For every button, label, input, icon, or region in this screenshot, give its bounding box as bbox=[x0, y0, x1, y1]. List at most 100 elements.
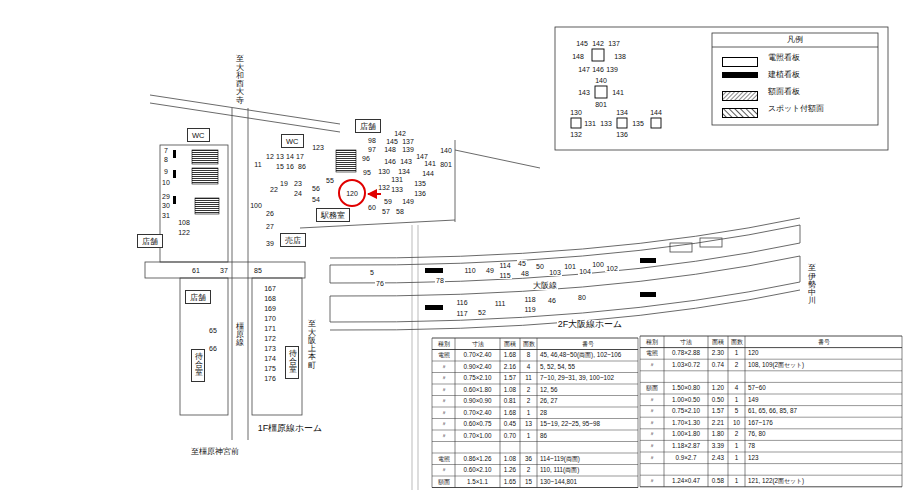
building-outline bbox=[150, 95, 340, 124]
callout-number: 26 bbox=[265, 210, 275, 217]
table-cell: 2 bbox=[734, 362, 740, 368]
callout-number: 104 bbox=[578, 268, 592, 275]
table-cell: 149 bbox=[747, 397, 760, 403]
room-box: 売店 bbox=[280, 233, 306, 247]
table-cell: 2.30 bbox=[711, 350, 725, 356]
callout-number: 54 bbox=[311, 196, 321, 203]
table-cell: 0.60×1.80 bbox=[462, 387, 492, 393]
callout-number: 80 bbox=[577, 294, 587, 301]
table-cell: 0.74 bbox=[711, 362, 725, 368]
table-rule bbox=[664, 336, 665, 487]
table-cell: 1.57 bbox=[711, 408, 725, 414]
table-rule bbox=[640, 475, 902, 476]
room-box: 駅務室 bbox=[316, 208, 350, 222]
table-cell: 〃 bbox=[440, 387, 448, 393]
highlight-mark bbox=[339, 180, 365, 206]
table-rule bbox=[640, 417, 902, 418]
place-label: 大阪線 bbox=[532, 282, 558, 290]
callout-number: 85 bbox=[253, 267, 263, 274]
table-rule bbox=[432, 418, 638, 419]
standing-signs bbox=[173, 196, 176, 204]
table-cell: 〃 bbox=[648, 431, 656, 437]
table-cell: 36 bbox=[524, 456, 533, 462]
callout-number: 139 bbox=[605, 66, 619, 73]
table-cell: 1 bbox=[526, 410, 532, 416]
table-cell: 電照 bbox=[437, 352, 451, 358]
callout-number: 131 bbox=[583, 120, 597, 127]
legend-sample bbox=[723, 58, 758, 67]
callout-number: 108 bbox=[177, 219, 191, 226]
platform-2f bbox=[330, 256, 800, 296]
building-outline bbox=[145, 95, 540, 440]
pillar-key bbox=[592, 49, 604, 61]
place-label: 2F大阪線ホーム bbox=[557, 320, 624, 329]
table-cell: 0.50 bbox=[711, 397, 725, 403]
callout-number: 19 bbox=[279, 180, 289, 187]
place-label: 凡例 bbox=[786, 36, 804, 44]
table-rule bbox=[537, 338, 538, 488]
platform-2f bbox=[330, 296, 331, 322]
table-cell: 1.00×1.80 bbox=[671, 431, 701, 437]
callout-number: 103 bbox=[548, 269, 562, 276]
callout-number: 134 bbox=[615, 109, 629, 116]
standing-signs bbox=[173, 150, 176, 158]
highlight-mark bbox=[368, 193, 381, 195]
table-cell: 0.90×2.40 bbox=[462, 364, 492, 370]
table-cell: 0.81 bbox=[503, 398, 517, 404]
callout-number: 31 bbox=[161, 212, 171, 219]
callout-number: 142 bbox=[393, 130, 407, 137]
table-rule bbox=[745, 336, 746, 487]
table-cell: 〃 bbox=[648, 478, 656, 484]
callout-number: 132 bbox=[377, 184, 391, 191]
place-label: 1F橿原線ホーム bbox=[257, 424, 324, 433]
callout-number: 141 bbox=[423, 160, 437, 167]
table-cell: 1.5×1.1 bbox=[466, 479, 489, 485]
table-cell: 1 bbox=[734, 350, 740, 356]
callout-number: 115 bbox=[498, 272, 511, 279]
callout-number: 13 bbox=[275, 153, 285, 160]
building-outline bbox=[455, 150, 540, 168]
table-cell: 0.90×0.90 bbox=[462, 398, 492, 404]
table-cell: 130~144,801 bbox=[539, 479, 578, 485]
key-frame bbox=[555, 27, 888, 150]
table-rule bbox=[432, 361, 638, 362]
table-rule bbox=[432, 464, 638, 465]
callout-number: 167 bbox=[263, 285, 277, 292]
table-cell: 1 bbox=[734, 397, 740, 403]
callout-number: 58 bbox=[395, 208, 405, 215]
callout-number: 23 bbox=[293, 180, 303, 187]
standing-signs bbox=[640, 258, 656, 263]
table-cell: 12, 56 bbox=[539, 387, 559, 393]
callout-number: 97 bbox=[367, 146, 377, 153]
place-label: 至大阪上本町 bbox=[308, 319, 316, 371]
table-cell: 5 bbox=[734, 408, 740, 414]
table-cell: 121, 122(2面セット) bbox=[747, 478, 805, 484]
standing-signs bbox=[173, 150, 656, 310]
table-cell: 電照 bbox=[645, 350, 659, 356]
room-box: 待合室 bbox=[285, 346, 299, 379]
callout-number: 59 bbox=[383, 198, 393, 205]
callout-number: 39 bbox=[265, 240, 275, 247]
table-cell: 0.45 bbox=[503, 421, 517, 427]
table-cell: 167~176 bbox=[747, 420, 774, 426]
callout-number: 141 bbox=[611, 89, 625, 96]
room-name: 駅務室 bbox=[321, 212, 345, 220]
stairs bbox=[192, 168, 218, 184]
table-cell: 1.68 bbox=[503, 410, 517, 416]
table-cell: 0.70 bbox=[503, 433, 517, 439]
callout-number: 49 bbox=[485, 267, 495, 274]
table-cell: 番号 bbox=[817, 339, 831, 345]
table-rule bbox=[432, 349, 638, 350]
table-cell: 〃 bbox=[440, 398, 448, 404]
table-rule bbox=[640, 463, 902, 464]
table-cell: 76, 80 bbox=[747, 431, 767, 437]
callout-number: 57 bbox=[381, 208, 391, 215]
table-cell: 〃 bbox=[440, 467, 448, 473]
callout-number: 29 bbox=[161, 193, 171, 200]
callout-number: 118 bbox=[523, 296, 536, 303]
callout-number: 7 bbox=[163, 147, 169, 154]
callout-number: 14 bbox=[285, 153, 295, 160]
callout-number: 17 bbox=[295, 153, 305, 160]
table-cell: 0.70×2.40 bbox=[462, 352, 492, 358]
table-cell: 〃 bbox=[648, 455, 656, 461]
